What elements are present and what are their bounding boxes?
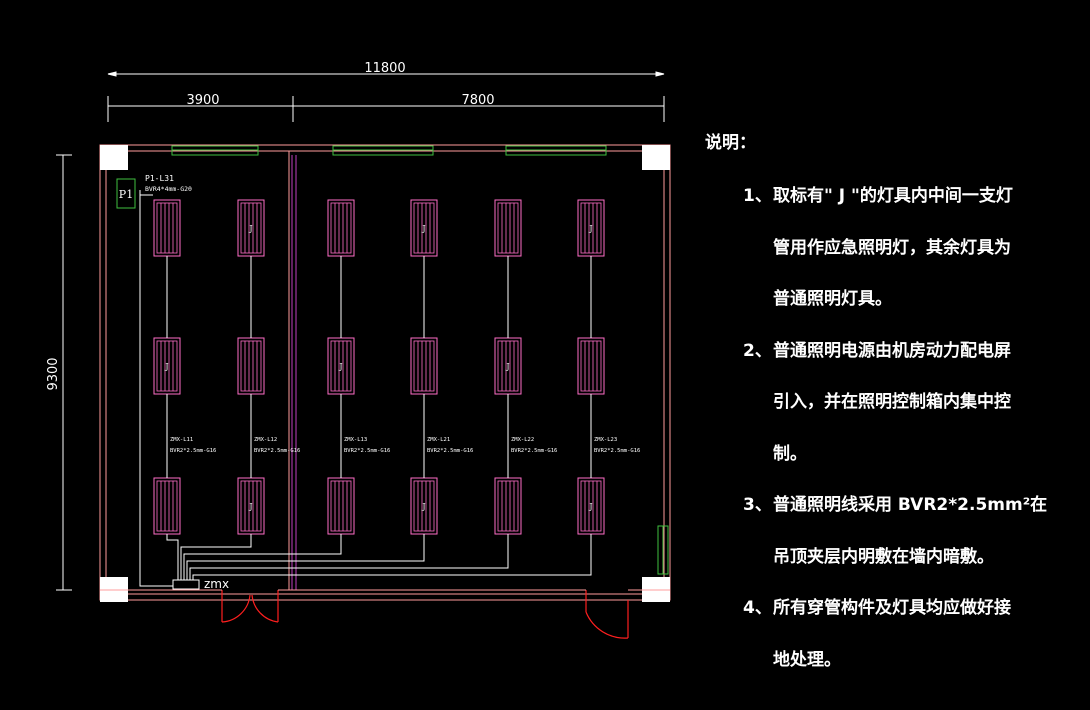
fixture-mark: J (248, 224, 252, 233)
wiring (139, 190, 592, 587)
note-item: 4、所有穿管构件及灯具均应做好接地处理。 (705, 583, 1075, 686)
circuit-id: ZMX-L12 (254, 437, 277, 443)
light-fixture: J (410, 199, 438, 257)
circuit-id: ZMX-L13 (344, 437, 367, 443)
notes-title: 说明： (705, 133, 756, 153)
fixture-mark: J (338, 362, 342, 371)
light-fixture (494, 199, 522, 257)
note-line: 地处理。 (773, 649, 841, 670)
note-item: 3、普通照明线采用 BVR2*2.5mm²在吊顶夹层内明敷在墙内暗敷。 (705, 480, 1075, 583)
note-line: 所有穿管构件及灯具均应做好接 (773, 598, 1011, 618)
panel-p1-label: P1 (119, 188, 133, 201)
light-fixture (153, 199, 181, 257)
light-fixture (327, 199, 355, 257)
note-number: 2、 (743, 340, 772, 361)
home-run (183, 534, 342, 580)
notes-list: 1、取标有" J "的灯具内中间一支灯管用作应急照明灯，其余灯具为普通照明灯具。… (705, 171, 1075, 686)
fixture-mark: J (588, 224, 592, 233)
fixture-mark: J (164, 362, 168, 371)
light-fixture (237, 337, 265, 395)
panel-feeder (139, 190, 173, 587)
light-fixture: J (577, 199, 605, 257)
zmx-box (172, 579, 200, 590)
circuit-id: ZMX-L11 (170, 437, 193, 443)
fixture-mark: J (421, 224, 425, 233)
note-line: 引入，并在照明控制箱内集中控 (773, 392, 1011, 412)
home-run (192, 534, 592, 580)
fixture-mark: J (421, 502, 425, 511)
fixture-mark: J (248, 502, 252, 511)
note-line: 普通照明灯具。 (773, 289, 892, 309)
light-fixture (494, 477, 522, 535)
zmx-label: zmx (204, 577, 229, 591)
light-fixture (327, 477, 355, 535)
home-run (166, 534, 179, 580)
note-line: 制。 (773, 443, 807, 464)
windows (171, 145, 669, 575)
dim-total-width: 11800 (364, 61, 405, 76)
note-line: 普通照明电源由机房动力配电屏 (773, 340, 1011, 361)
corner-columns (100, 145, 670, 602)
light-fixture: J (237, 477, 265, 535)
note-number: 3、 (743, 495, 772, 515)
circuit-id: ZMX-L23 (594, 437, 617, 443)
dimension-lines (56, 71, 665, 591)
circuit-spec: BVR2*2.5mm-G16 (511, 448, 557, 454)
home-run (186, 534, 425, 580)
panel-cable: BVR4*4mm-G20 (145, 185, 192, 193)
note-line: 取标有" J "的灯具内中间一支灯 (773, 186, 1013, 206)
circuit-spec: BVR2*2.5mm-G16 (344, 448, 390, 454)
notes-panel: 说明： 1、取标有" J "的灯具内中间一支灯管用作应急照明灯，其余灯具为普通照… (705, 128, 1075, 686)
circuit-id: ZMX-L21 (427, 437, 450, 443)
note-line: 管用作应急照明灯，其余灯具为 (773, 237, 1011, 258)
circuit-spec: BVR2*2.5mm-G16 (594, 448, 640, 454)
note-number: 1、 (743, 186, 772, 206)
circuit-spec: BVR2*2.5mm-G16 (170, 448, 216, 454)
light-fixture (153, 477, 181, 535)
fixture-mark: J (505, 362, 509, 371)
doors (221, 590, 629, 639)
light-fixture: J (410, 477, 438, 535)
light-fixture: J (577, 477, 605, 535)
light-fixture: J (494, 337, 522, 395)
light-fixture (410, 337, 438, 395)
note-number: 4、 (743, 598, 772, 618)
note-line: 普通照明线采用 BVR2*2.5mm²在 (773, 495, 1048, 515)
panel-circuit: P1-L31 (145, 174, 174, 183)
fixture-mark: J (588, 502, 592, 511)
panel-p1-box (116, 178, 136, 209)
dim-left-width: 3900 (186, 93, 219, 108)
home-run (180, 534, 252, 580)
note-line: 吊顶夹层内明敷在墙内暗敷。 (773, 546, 994, 567)
circuit-spec: BVR2*2.5mm-G16 (254, 448, 300, 454)
light-fixture (577, 337, 605, 395)
fixtures: J J J J J J J J J (153, 199, 605, 535)
light-fixture: J (153, 337, 181, 395)
dim-height: 9300 (46, 357, 61, 390)
walls (99, 144, 671, 601)
light-fixture: J (327, 337, 355, 395)
note-item: 2、普通照明电源由机房动力配电屏引入，并在照明控制箱内集中控制。 (705, 326, 1075, 481)
circuit-spec: BVR2*2.5mm-G16 (427, 448, 473, 454)
circuit-id: ZMX-L22 (511, 437, 534, 443)
dim-right-width: 7800 (461, 93, 494, 108)
note-item: 1、取标有" J "的灯具内中间一支灯管用作应急照明灯，其余灯具为普通照明灯具。 (705, 171, 1075, 326)
home-run (189, 534, 509, 580)
light-fixture: J (237, 199, 265, 257)
